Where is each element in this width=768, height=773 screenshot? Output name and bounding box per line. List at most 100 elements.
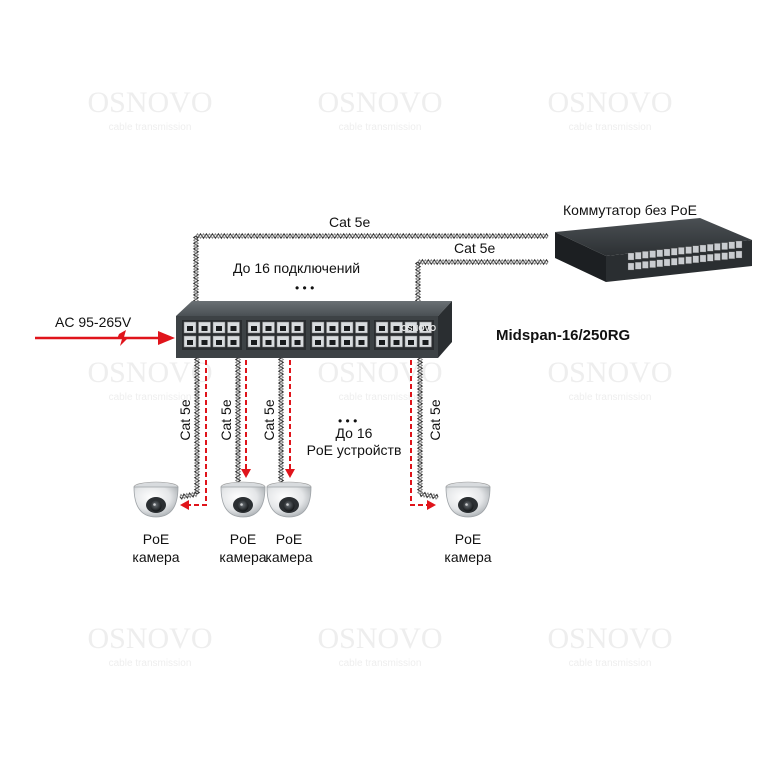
rj45-socket — [230, 340, 237, 345]
cable-label-top: Cat 5e — [329, 214, 370, 230]
lens-glint — [465, 503, 468, 506]
switch-port — [685, 256, 692, 264]
connections-label: До 16 подключений — [233, 260, 360, 276]
poe-arrowhead — [285, 469, 295, 478]
lens-glint — [240, 503, 243, 506]
camera-label-line2: камера — [132, 549, 179, 565]
switch-port — [707, 254, 714, 262]
rj45-socket — [358, 340, 365, 345]
switch-port — [728, 251, 735, 259]
watermark-brand: OSNOVO — [317, 356, 442, 389]
cable-strand — [179, 491, 198, 500]
switch-port — [649, 260, 656, 268]
dome-camera: PoE камера — [265, 481, 313, 565]
camera-label-line1: PoE — [230, 531, 256, 547]
rj45-socket — [216, 340, 222, 345]
switch-port — [663, 248, 671, 257]
switch-port — [692, 245, 699, 253]
watermark-tagline: cable transmission — [109, 122, 192, 133]
cable-strand — [192, 235, 200, 306]
watermark-tagline: cable transmission — [339, 392, 422, 403]
rj45-socket — [265, 326, 272, 331]
rj45-socket — [187, 340, 193, 345]
switch-port — [627, 252, 635, 261]
watermark-tagline: cable transmission — [569, 392, 652, 403]
cable-strand — [417, 258, 549, 266]
cables — [179, 232, 549, 500]
watermark-tagline: cable transmission — [109, 658, 192, 669]
watermark-brand: OSNOVO — [547, 356, 672, 389]
midspan: OSNOVO — [176, 301, 452, 358]
midspan-top — [176, 301, 452, 316]
watermark-tagline: cable transmission — [569, 122, 652, 133]
poe-arrowhead — [241, 469, 251, 478]
rj45-socket — [216, 326, 222, 331]
switch-ports — [627, 240, 743, 271]
switch-port — [635, 252, 642, 260]
switch-port — [642, 261, 649, 269]
camera-label-line1: PoE — [276, 531, 302, 547]
rj45-socket — [187, 326, 193, 331]
rj45-socket — [422, 340, 429, 345]
poe-dashed-line — [410, 360, 428, 506]
switch-label: Коммутатор без PoE — [563, 202, 697, 218]
twisted-cable — [234, 357, 242, 483]
rj45-socket — [201, 326, 208, 331]
switch-port — [692, 255, 699, 263]
switch-top — [555, 218, 752, 256]
watermark-brand: OSNOVO — [317, 622, 442, 655]
lens-glint — [153, 503, 156, 506]
rj45-socket — [294, 326, 301, 331]
switch-port — [678, 257, 685, 265]
rj45-socket — [280, 340, 286, 345]
cable-strand — [414, 261, 422, 306]
switch-port — [721, 242, 728, 250]
rj45-socket — [201, 340, 208, 345]
twisted-cable — [179, 357, 201, 500]
rj45-socket — [379, 326, 385, 331]
twisted-cable — [414, 258, 549, 306]
switch-port — [627, 262, 635, 271]
watermark-brand: OSNOVO — [87, 622, 212, 655]
rj45-socket — [251, 326, 257, 331]
rj45-socket — [265, 340, 272, 345]
poe-arrowhead — [180, 500, 189, 510]
non-poe-switch — [555, 218, 752, 282]
cable-strand — [193, 357, 201, 495]
rj45-socket — [315, 340, 321, 345]
poe-arrowhead — [427, 500, 436, 510]
rj45-socket — [344, 340, 350, 345]
switch-port — [678, 247, 685, 255]
camera-label-line2: камера — [444, 549, 491, 565]
power-label: AC 95-265V — [55, 314, 132, 330]
watermarks: OSNOVO cable transmission OSNOVO cable t… — [87, 86, 672, 669]
cable-label-second: Cat 5e — [454, 240, 495, 256]
rj45-socket — [422, 326, 429, 331]
watermark-tagline: cable transmission — [339, 122, 422, 133]
rj45-socket — [358, 326, 365, 331]
rj45-socket — [329, 326, 336, 331]
watermark-brand: OSNOVO — [87, 86, 212, 119]
watermark-tagline: cable transmission — [109, 392, 192, 403]
lens-glint — [286, 503, 289, 506]
switch-port — [728, 241, 735, 249]
camera-label-line2: камера — [265, 549, 312, 565]
model-label: Midspan-16/250RG — [496, 327, 630, 344]
devices-count-label: До 16 — [336, 425, 373, 441]
switch-port — [671, 258, 678, 266]
rj45-socket — [315, 326, 321, 331]
switch-port — [642, 251, 649, 259]
cable-label-vertical-4: Cat 5e — [427, 399, 443, 440]
camera-lens — [462, 500, 474, 512]
midspan-ports — [182, 320, 434, 350]
power-arrowhead — [158, 331, 175, 345]
cable-strand — [195, 232, 549, 240]
switch-port — [685, 246, 692, 254]
watermark-brand: OSNOVO — [317, 86, 442, 119]
switch-port — [707, 244, 714, 252]
